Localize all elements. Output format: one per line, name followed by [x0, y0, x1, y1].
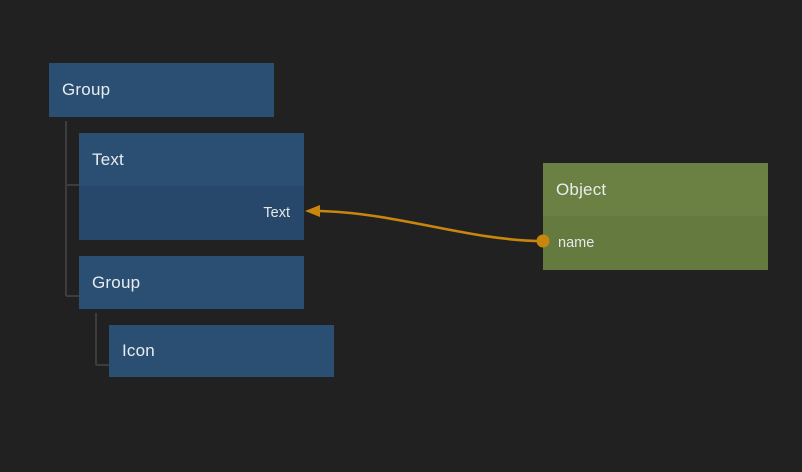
node-port-text[interactable]: Text	[79, 186, 304, 240]
node-title: Group	[49, 63, 274, 117]
connection-edge-object-name-to-text[interactable]	[315, 209, 545, 243]
node-title: Object	[543, 163, 768, 216]
node-title: Text	[79, 133, 304, 186]
node-group-child[interactable]: Group	[79, 256, 304, 309]
node-icon[interactable]: Icon	[109, 325, 334, 377]
node-port-name[interactable]: name	[543, 216, 768, 270]
connection-arrow-icon	[305, 205, 320, 217]
node-group-root[interactable]: Group	[49, 63, 274, 117]
node-object[interactable]: Object name	[543, 163, 768, 270]
port-label: name	[558, 235, 595, 251]
port-label: Text	[263, 205, 290, 221]
node-title: Icon	[109, 325, 334, 377]
node-text[interactable]: Text Text	[79, 133, 304, 240]
node-title: Group	[79, 256, 304, 309]
